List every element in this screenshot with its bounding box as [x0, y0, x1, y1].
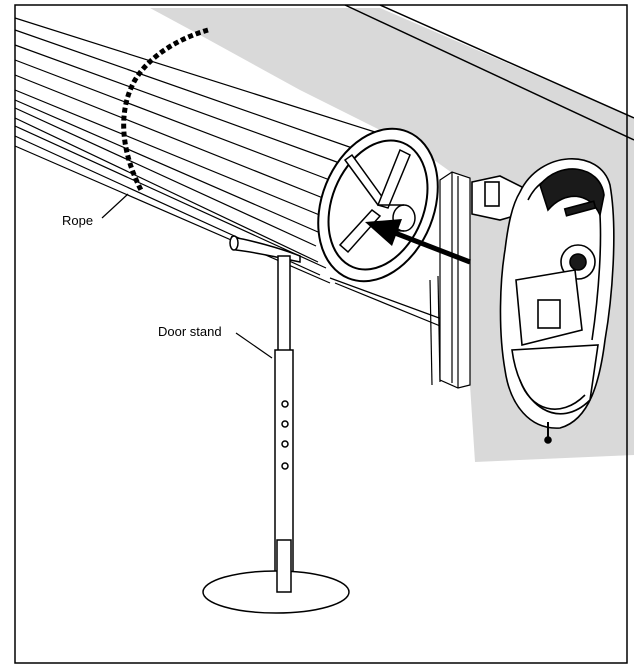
- drive-wheel: [317, 127, 439, 283]
- door-stand-label: Door stand: [156, 324, 224, 339]
- door-roll: [14, 17, 376, 269]
- ceiling-edge: [344, 4, 634, 141]
- door-stand-leader: [235, 332, 273, 359]
- rope-label: Rope: [60, 213, 96, 228]
- outer-border: [14, 4, 628, 664]
- motor-unit: [471, 157, 615, 444]
- direction-arrow: [365, 219, 471, 265]
- door-stand: [202, 235, 350, 614]
- rope-leader: [101, 193, 129, 219]
- wall-post: [429, 171, 471, 389]
- rope-line: [121, 27, 209, 194]
